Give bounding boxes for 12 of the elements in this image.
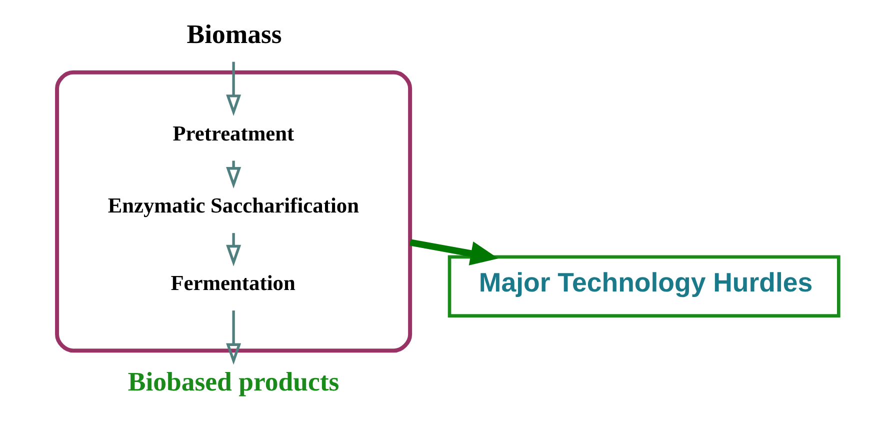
node-text: Fermentation <box>170 271 295 296</box>
node-text: Pretreatment <box>172 121 294 146</box>
cluster <box>54 70 412 353</box>
node-text: Biomass <box>186 19 282 50</box>
node-text: Biobased products <box>127 366 339 397</box>
node-text: Enzymatic Saccharification <box>107 194 358 218</box>
arrow <box>408 239 498 266</box>
arrow <box>226 233 241 266</box>
arrow <box>226 160 241 188</box>
arrow <box>226 310 241 365</box>
arrow <box>226 62 241 116</box>
node-box: Major Technology Hurdles <box>447 255 840 318</box>
